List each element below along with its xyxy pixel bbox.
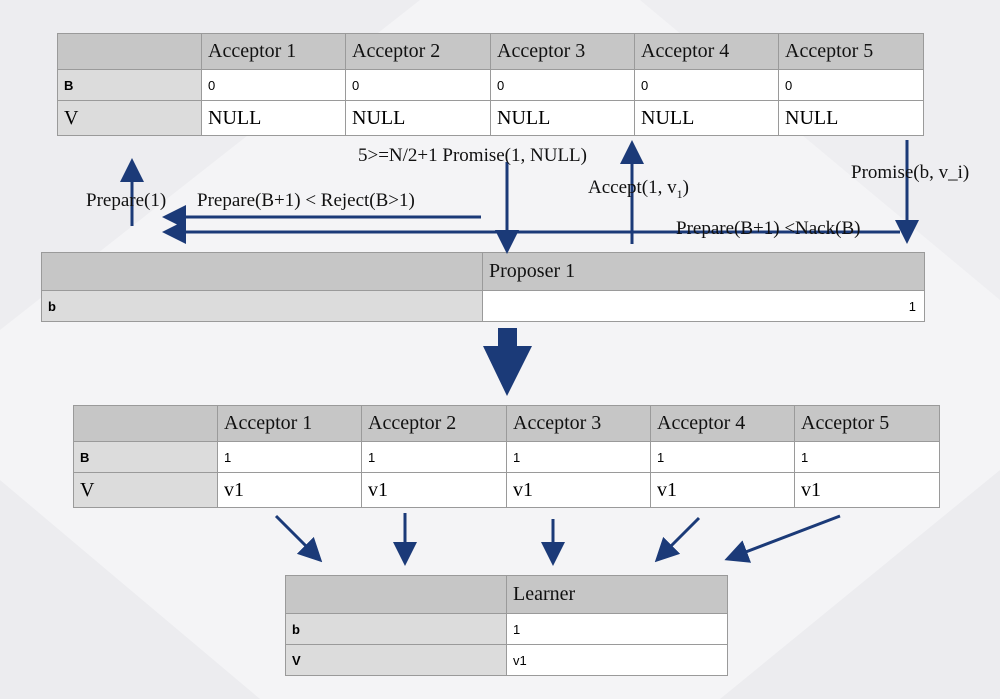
v-cell: NULL xyxy=(201,100,346,136)
b-cell: 0 xyxy=(634,69,779,101)
label-accept-subscript: 1 xyxy=(676,186,683,201)
v-cell: v1 xyxy=(650,472,795,508)
b-cell: 1 xyxy=(650,441,795,473)
proposer-b-label: b xyxy=(41,290,483,322)
learner-arrow-4 xyxy=(654,516,701,563)
top-acceptor-table: Acceptor 1 Acceptor 2 Acceptor 3 Accepto… xyxy=(57,33,924,136)
row-v-label: V xyxy=(57,100,202,136)
learner-table: Learner b 1 V v1 xyxy=(285,575,728,676)
v-cell: NULL xyxy=(490,100,635,136)
row-v-label: V xyxy=(73,472,218,508)
bottom-acceptor-table: Acceptor 1 Acceptor 2 Acceptor 3 Accepto… xyxy=(73,405,940,508)
b-cell: 0 xyxy=(778,69,924,101)
b-cell: 0 xyxy=(201,69,346,101)
b-cell: 0 xyxy=(490,69,635,101)
label-prepare-reject: Prepare(B+1) < Reject(B>1) xyxy=(197,190,415,211)
header-acceptor-5: Acceptor 5 xyxy=(794,405,940,442)
label-promise-bvi: Promise(b, v_i) xyxy=(851,162,970,183)
label-prepare-nack: Prepare(B+1) <Nack(B) xyxy=(676,218,861,239)
header-acceptor-1: Acceptor 1 xyxy=(201,33,346,70)
header-acceptor-5: Acceptor 5 xyxy=(778,33,924,70)
header-acceptor-3: Acceptor 3 xyxy=(506,405,651,442)
learner-corner-cell xyxy=(285,575,507,614)
label-prepare: Prepare(1) xyxy=(86,190,167,211)
learner-v-value: v1 xyxy=(506,644,728,676)
v-cell: v1 xyxy=(361,472,507,508)
header-acceptor-4: Acceptor 4 xyxy=(650,405,795,442)
v-cell: v1 xyxy=(794,472,940,508)
learner-v-label: V xyxy=(285,644,507,676)
header-acceptor-4: Acceptor 4 xyxy=(634,33,779,70)
label-promise-quorum: 5>=N/2+1 Promise(1, NULL) xyxy=(358,145,587,166)
row-b-label: B xyxy=(73,441,218,473)
label-accept-text: Accept(1, v xyxy=(588,177,677,198)
label-accept: Accept(1, v1) xyxy=(588,177,689,202)
header-corner-cell xyxy=(57,33,202,70)
proposer-b-value: 1 xyxy=(482,290,925,322)
proposer-title: Proposer 1 xyxy=(482,252,925,291)
big-down-arrow xyxy=(483,328,532,396)
label-accept-close: ) xyxy=(682,177,689,198)
v-cell: v1 xyxy=(217,472,362,508)
b-cell: 1 xyxy=(794,441,940,473)
learner-arrow-5 xyxy=(724,514,841,563)
row-b-label: B xyxy=(57,69,202,101)
header-acceptor-2: Acceptor 2 xyxy=(345,33,491,70)
header-corner-cell xyxy=(73,405,218,442)
proposer-table: Proposer 1 b 1 xyxy=(41,252,925,322)
v-cell: NULL xyxy=(345,100,491,136)
v-cell: NULL xyxy=(778,100,924,136)
header-acceptor-1: Acceptor 1 xyxy=(217,405,362,442)
v-cell: NULL xyxy=(634,100,779,136)
header-acceptor-2: Acceptor 2 xyxy=(361,405,507,442)
learner-arrow-1 xyxy=(274,514,323,563)
header-acceptor-3: Acceptor 3 xyxy=(490,33,635,70)
